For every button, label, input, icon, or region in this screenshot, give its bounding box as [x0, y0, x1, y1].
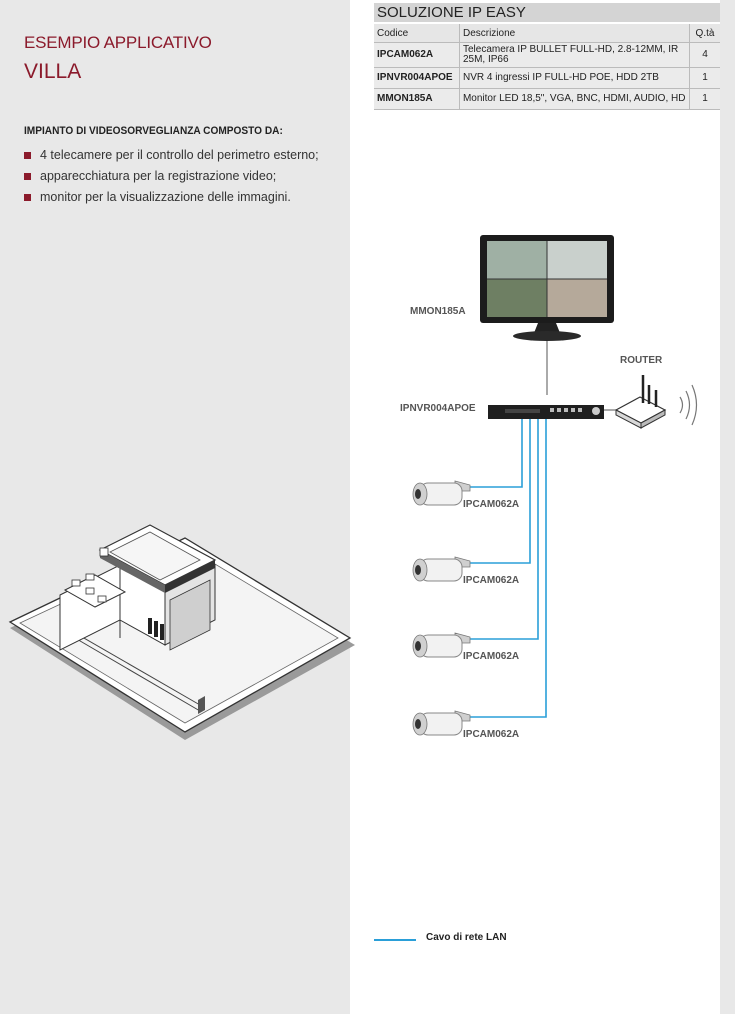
row-description: Monitor LED 18,5", VGA, BNC, HDMI, AUDIO…	[459, 88, 691, 110]
row-code: MMON185A	[374, 88, 460, 110]
table-header-row: Codice Descrizione Q.tà	[374, 24, 720, 43]
header-description: Descrizione	[459, 24, 691, 43]
row-code: IPCAM062A	[374, 42, 460, 68]
camera-label: IPCAM062A	[463, 575, 519, 586]
lan-legend-label: Cavo di rete LAN	[426, 932, 507, 943]
wifi-signal-icon	[679, 384, 698, 426]
bullet-square-icon	[24, 194, 31, 201]
lan-cables	[470, 419, 547, 718]
camera-icon	[412, 710, 471, 736]
right-margin-strip	[720, 0, 735, 1014]
router-label: ROUTER	[620, 355, 663, 366]
list-item: monitor per la visualizzazione delle imm…	[24, 187, 319, 208]
bullet-square-icon	[24, 152, 31, 159]
row-code: IPNVR004APOE	[374, 67, 460, 89]
table-row: IPNVR004APOE NVR 4 ingressi IP FULL-HD P…	[374, 67, 720, 89]
camera-icon	[412, 556, 471, 582]
list-item: 4 telecamere per il controllo del perime…	[24, 145, 319, 166]
camera-icon	[412, 480, 471, 506]
row-description: NVR 4 ingressi IP FULL-HD POE, HDD 2TB	[459, 67, 691, 89]
camera-label: IPCAM062A	[463, 651, 519, 662]
solution-title: SOLUZIONE IP EASY	[374, 3, 720, 22]
row-quantity: 4	[689, 42, 720, 68]
router-icon	[614, 375, 667, 429]
table-row: IPCAM062A Telecamera IP BULLET FULL-HD, …	[374, 42, 720, 68]
nvr-recorder-icon	[488, 405, 604, 419]
left-panel	[0, 0, 350, 1014]
network-diagram: MMON185A ROUTER IPNVR004APOE	[400, 235, 698, 740]
camera-label: IPCAM062A	[463, 729, 519, 740]
header-code: Codice	[374, 24, 460, 43]
villa-illustration	[8, 524, 355, 740]
title-villa: VILLA	[24, 60, 82, 83]
row-quantity: 1	[689, 67, 720, 89]
lan-legend-line	[374, 939, 416, 941]
camera-label: IPCAM062A	[463, 499, 519, 510]
camera-icon	[412, 632, 471, 658]
row-description: Telecamera IP BULLET FULL-HD, 2.8-12MM, …	[459, 42, 691, 68]
header-quantity: Q.tà	[689, 24, 720, 43]
table-row: MMON185A Monitor LED 18,5", VGA, BNC, HD…	[374, 88, 720, 110]
product-table: Codice Descrizione Q.tà IPCAM062A Teleca…	[374, 24, 720, 110]
system-intro: IMPIANTO DI VIDEOSORVEGLIANZA COMPOSTO D…	[24, 125, 283, 137]
component-list: 4 telecamere per il controllo del perime…	[24, 145, 319, 208]
title-example: ESEMPIO APPLICATIVO	[24, 33, 212, 52]
monitor-icon	[480, 235, 614, 341]
row-quantity: 1	[689, 88, 720, 110]
nvr-label: IPNVR004APOE	[400, 403, 476, 414]
bullet-square-icon	[24, 173, 31, 180]
list-item: apparecchiatura per la registrazione vid…	[24, 166, 319, 187]
monitor-label: MMON185A	[410, 306, 466, 317]
